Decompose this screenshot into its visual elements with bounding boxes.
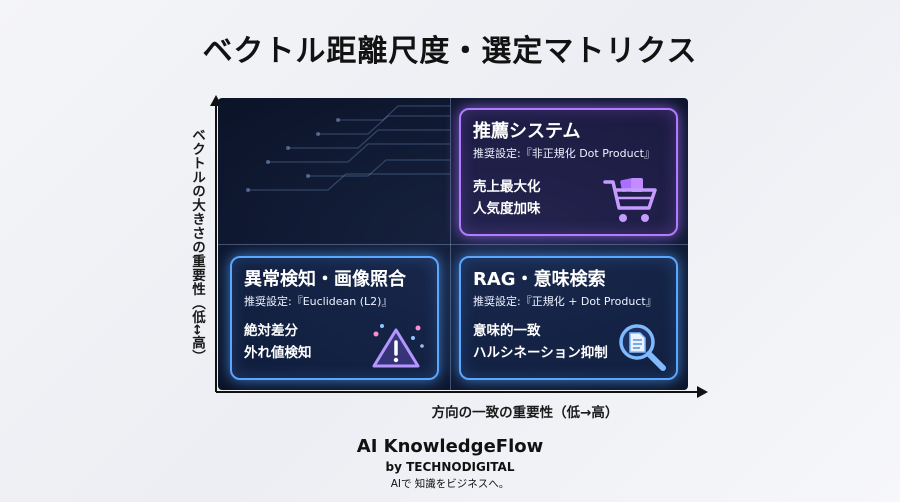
quadrant-divider-vertical <box>450 98 451 390</box>
card-title: 推薦システム <box>473 121 581 142</box>
card-effect: 人気度加味 <box>473 201 541 217</box>
card-effects: 売上最大化 人気度加味 <box>473 176 541 220</box>
card-effect: 売上最大化 <box>473 179 541 195</box>
quadrant-divider-horizontal <box>218 244 688 245</box>
card-effect: 外れ値検知 <box>244 345 312 361</box>
card-effects: 絶対差分 外れ値検知 <box>244 320 312 364</box>
x-axis-arrow <box>697 386 708 398</box>
matrix-panel: 推薦システム 推奨設定:『非正規化 Dot Product』 売上最大化 人気度… <box>218 98 688 390</box>
brand-name: AI KnowledgeFlow <box>356 436 544 457</box>
card-recommendation: 推奨設定:『非正規化 Dot Product』 <box>473 147 655 160</box>
quadrant-card-recommendation: 推薦システム 推奨設定:『非正規化 Dot Product』 売上最大化 人気度… <box>459 108 678 236</box>
quadrant-card-anomaly: 異常検知・画像照合 推奨設定:『Euclidean (L2)』 絶対差分 外れ値… <box>230 256 439 380</box>
card-title: RAG・意味検索 <box>473 269 606 290</box>
brand-tagline: AIで 知識をビジネスへ。 <box>390 478 510 490</box>
quadrant-card-rag: RAG・意味検索 推奨設定:『正規化 + Dot Product』 意味的一致 … <box>459 256 678 380</box>
card-recommendation: 推奨設定:『Euclidean (L2)』 <box>244 295 393 308</box>
document-search-icon <box>619 324 666 371</box>
card-effects: 意味的一致 ハルシネーション抑制 <box>473 320 608 364</box>
page-title: ベクトル距離尺度・選定マトリクス <box>202 34 698 69</box>
shopping-cart-icon <box>603 178 657 222</box>
card-effect: 意味的一致 <box>473 323 541 339</box>
y-axis-label: ベクトルの大きさの重要性（低↔高） <box>189 128 205 364</box>
card-title: 異常検知・画像照合 <box>244 269 406 290</box>
card-effect: 絶対差分 <box>244 323 298 339</box>
x-axis-label: 方向の一致の重要性（低→高） <box>0 401 900 421</box>
brand-footer: AI KnowledgeFlow by TECHNODIGITAL AIで 知識… <box>0 436 900 492</box>
card-effect: ハルシネーション抑制 <box>473 345 608 361</box>
x-axis-label-text: 方向の一致の重要性（低→高） <box>431 405 619 421</box>
warning-icon <box>372 324 424 368</box>
card-recommendation: 推奨設定:『正規化 + Dot Product』 <box>473 295 657 308</box>
brand-byline: by TECHNODIGITAL <box>385 460 515 474</box>
circuit-decoration <box>246 105 450 192</box>
